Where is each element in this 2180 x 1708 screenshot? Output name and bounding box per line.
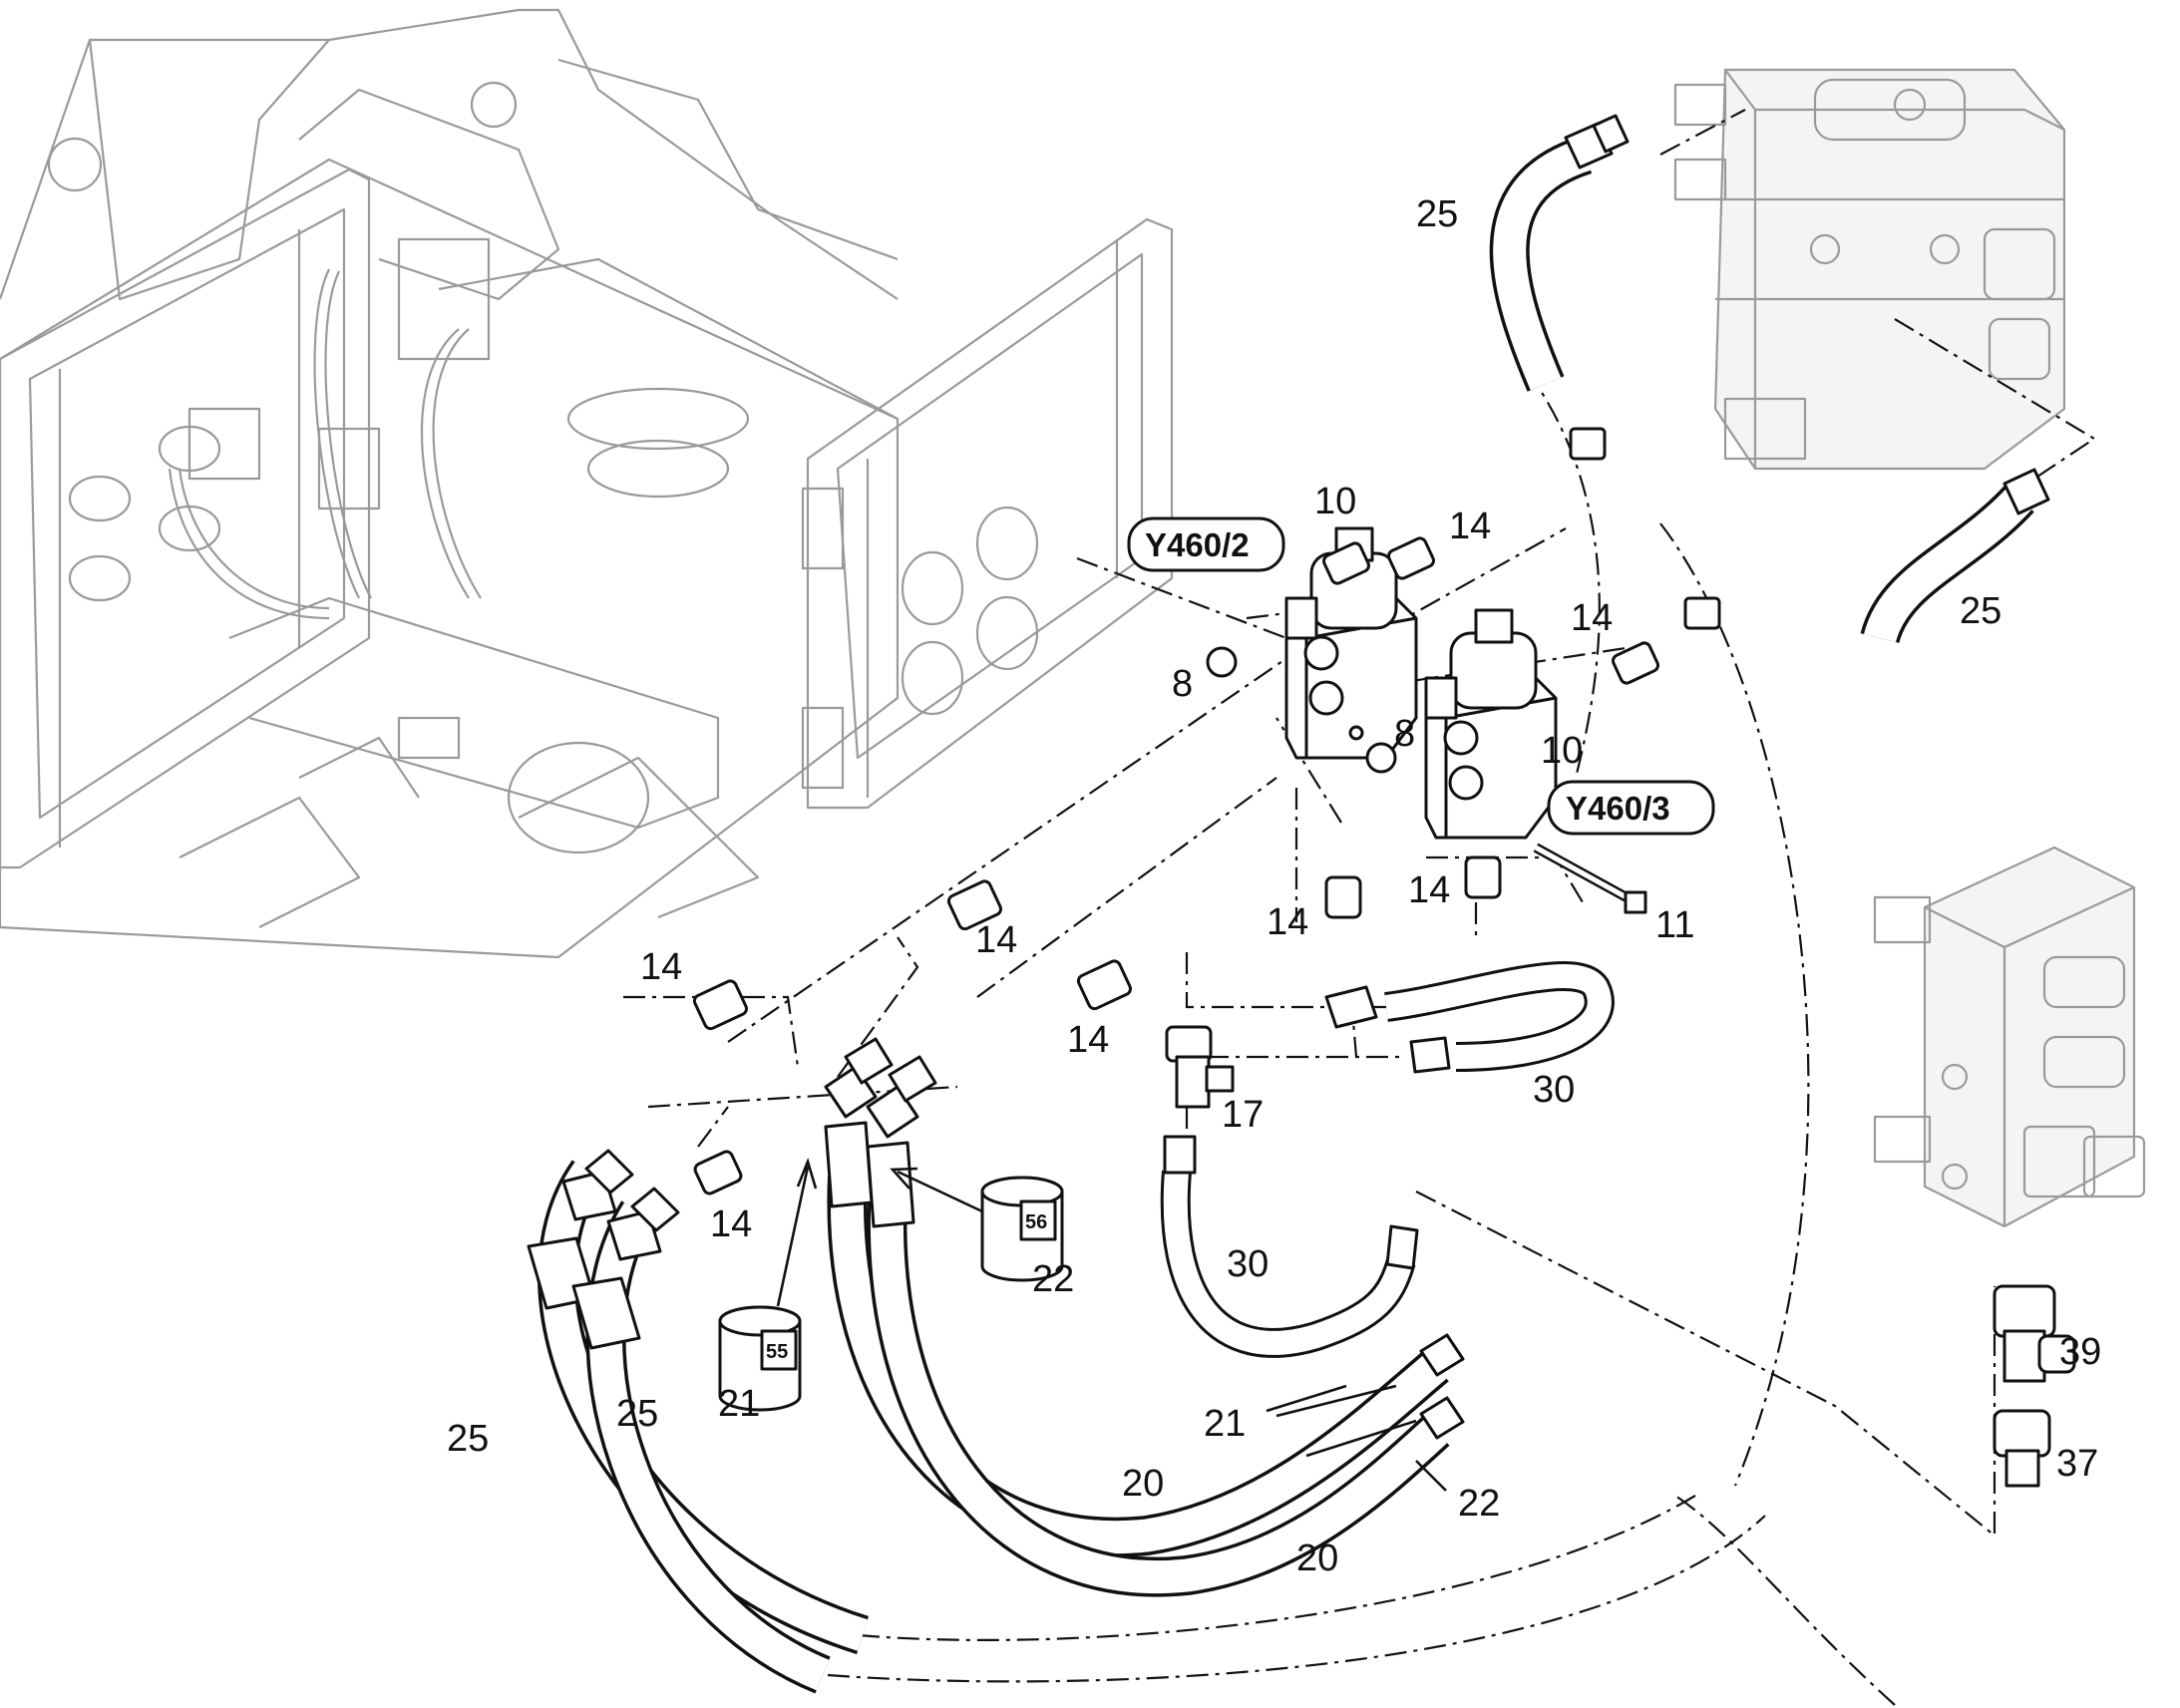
washer-8-lower — [1365, 742, 1397, 774]
callout-8-upper: 8 — [1172, 663, 1193, 705]
mounting-bracket-ghost — [801, 217, 1174, 810]
callout-30-right: 30 — [1533, 1069, 1575, 1111]
callout-20-upper: 20 — [1122, 1463, 1164, 1505]
adapter-14-group — [692, 427, 1721, 1196]
tag-y460-3: Y460/3 — [1547, 780, 1715, 836]
callout-14-b: 14 — [1571, 597, 1613, 639]
callout-25-left-a: 25 — [447, 1418, 489, 1460]
bolt-11 — [1533, 843, 1647, 914]
callout-21-hose: 21 — [1204, 1403, 1246, 1445]
tee-fitting-39 — [1993, 1284, 2076, 1383]
sleeve-21-number: 55 — [766, 1341, 788, 1363]
callout-37: 37 — [2056, 1443, 2098, 1485]
callout-21-sleeve: 21 — [718, 1383, 760, 1425]
callout-14-d: 14 — [1267, 901, 1308, 943]
callout-17: 17 — [1222, 1094, 1264, 1136]
hose-21-22 — [1275, 1384, 1417, 1458]
sleeve-22-number: 56 — [1025, 1211, 1047, 1233]
sleeve-21: 55 — [718, 1305, 802, 1412]
callout-8-lower: 8 — [1394, 713, 1415, 755]
callout-14-a: 14 — [1449, 506, 1491, 547]
pump-ghost — [1673, 68, 2066, 471]
callout-14-f: 14 — [640, 946, 682, 988]
tee-fitting-17 — [1165, 1025, 1235, 1109]
tag-y460-3-text: Y460/3 — [1566, 790, 1670, 827]
callout-30-left: 30 — [1227, 1243, 1269, 1285]
callout-22-sleeve: 22 — [1032, 1258, 1074, 1300]
leader-lines — [623, 109, 2097, 1706]
hose-25-top — [1489, 114, 1630, 392]
tag-y460-2: Y460/2 — [1127, 516, 1285, 572]
callout-14-e: 14 — [975, 919, 1017, 961]
callout-25-left-b: 25 — [616, 1393, 658, 1435]
callout-20-lower: 20 — [1296, 1537, 1338, 1579]
valve-y460-3 — [1424, 608, 1558, 840]
washer-8-upper — [1206, 646, 1238, 678]
valve-y460-2 — [1284, 526, 1418, 760]
hose-30-lower — [1160, 1135, 1419, 1358]
callouts: 10 10 8 8 11 14 14 14 14 14 14 14 14 17 … — [447, 193, 2101, 1579]
hose-30-upper — [1324, 961, 1615, 1074]
hose-25-right — [1860, 468, 2050, 644]
sleeve-22: 56 — [980, 1176, 1064, 1282]
arrow-sleeve-21 — [776, 1158, 818, 1307]
callout-39: 39 — [2059, 1331, 2101, 1373]
callout-14-h: 14 — [710, 1203, 752, 1245]
callout-25-right: 25 — [1960, 590, 2001, 632]
arrow-sleeve-22 — [890, 1167, 983, 1213]
hose-20-upper — [827, 1176, 1449, 1557]
callout-11: 11 — [1655, 904, 1694, 946]
hose-25-left-b — [585, 1200, 831, 1694]
callout-14-g: 14 — [1067, 1019, 1109, 1061]
side-frame-ghost — [0, 168, 371, 869]
hose-20-fittings — [824, 1037, 1465, 1440]
hose-20-lower — [867, 1196, 1450, 1597]
callout-10-lower: 10 — [1541, 730, 1583, 772]
callout-14-c: 14 — [1408, 869, 1450, 911]
fitting-37 — [1993, 1409, 2051, 1488]
machine-frame-ghost — [0, 8, 900, 959]
tag-y460-2-text: Y460/2 — [1145, 526, 1250, 563]
callout-25-top: 25 — [1416, 193, 1458, 235]
hose-end-fittings-25 — [527, 1149, 680, 1350]
callout-22-hose: 22 — [1458, 1483, 1500, 1525]
arrow-hose-21 — [1266, 1384, 1347, 1413]
arrow-hose-22 — [1415, 1460, 1447, 1492]
ghost-valve-block — [168, 237, 491, 620]
control-block-ghost — [1873, 846, 2146, 1228]
callout-10-upper: 10 — [1314, 481, 1356, 522]
